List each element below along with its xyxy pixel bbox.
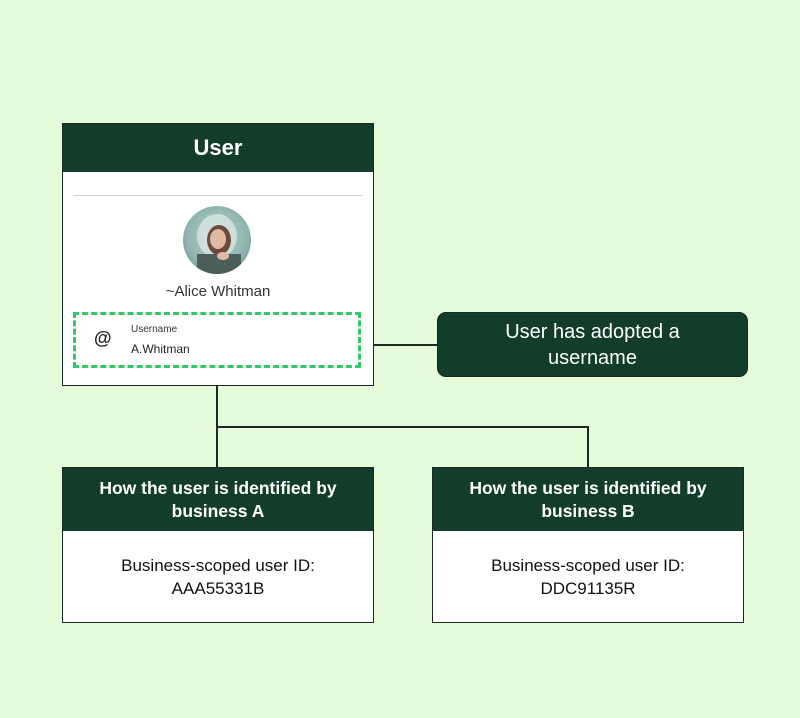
divider xyxy=(74,195,362,196)
display-name: ~Alice Whitman xyxy=(165,283,271,300)
business-b-title: How the user is identified by business B xyxy=(433,468,743,531)
user-card: User ~Alice Whitman @ Username A.Whitman xyxy=(62,123,374,386)
callout-text: User has adopted a username xyxy=(505,320,680,369)
callout-username-adopted: User has adopted a username xyxy=(437,312,748,377)
business-a-card: How the user is identified by business A… xyxy=(62,467,374,623)
connector-horizontal xyxy=(216,426,588,428)
person-photo-icon xyxy=(197,214,241,274)
avatar xyxy=(183,206,251,274)
user-card-title: User xyxy=(63,124,373,172)
username-label: Username xyxy=(131,324,178,335)
business-b-id-label: Business-scoped user ID: xyxy=(491,556,685,575)
business-b-card: How the user is identified by business B… xyxy=(432,467,744,623)
username-value: A.Whitman xyxy=(131,342,190,356)
business-a-id-label: Business-scoped user ID: xyxy=(121,556,315,575)
business-a-title: How the user is identified by business A xyxy=(63,468,373,531)
connector-business-b-vertical xyxy=(587,426,589,468)
at-sign-icon: @ xyxy=(94,328,112,348)
username-highlight: @ Username A.Whitman xyxy=(73,312,361,368)
business-b-id-value: DDC91135R xyxy=(540,579,636,598)
business-a-id-value: AAA55331B xyxy=(171,579,265,598)
